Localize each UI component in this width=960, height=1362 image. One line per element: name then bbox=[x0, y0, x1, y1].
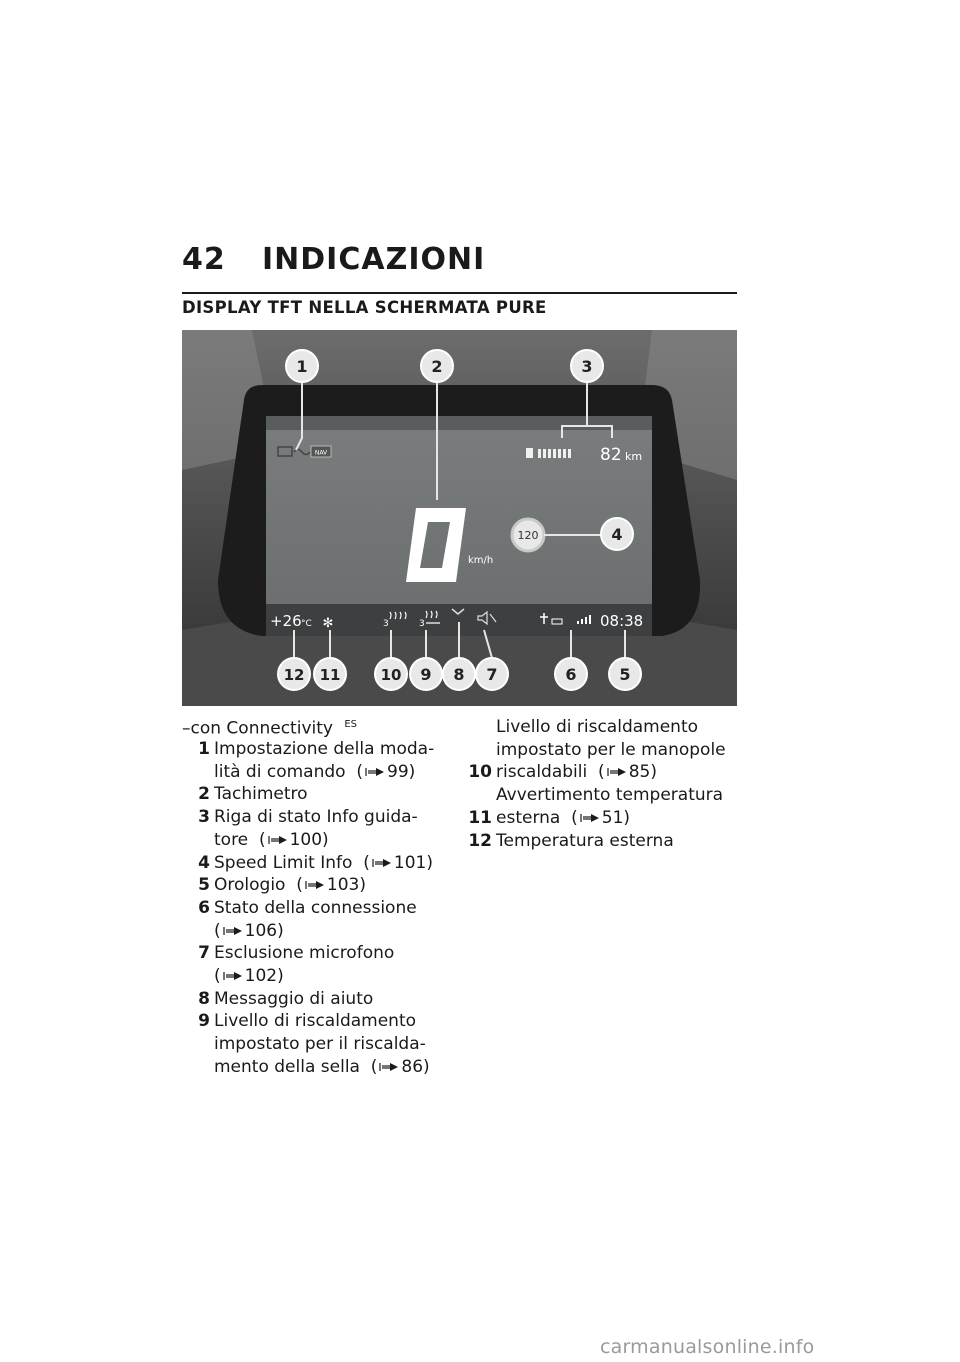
legend-text: Messaggio di aiuto bbox=[214, 988, 374, 1009]
legend-text: Stato della connessione bbox=[214, 897, 417, 918]
page-reference[interactable]: (85) bbox=[587, 762, 657, 783]
callout-11: 11 bbox=[313, 657, 347, 691]
svg-text:6: 6 bbox=[565, 665, 576, 684]
svg-text:11: 11 bbox=[320, 666, 341, 684]
callout-9: 9 bbox=[409, 657, 443, 691]
legend-text: Livello di riscaldamento bbox=[214, 1011, 417, 1032]
page-number: 42 bbox=[182, 242, 226, 277]
svg-text:1: 1 bbox=[296, 357, 307, 376]
legend-number: 4 bbox=[198, 852, 210, 873]
legend-number: 2 bbox=[198, 784, 210, 805]
svg-text:km/h: km/h bbox=[468, 555, 493, 566]
svg-text:120: 120 bbox=[518, 529, 539, 542]
legend-text: Avvertimento temperatura bbox=[496, 785, 724, 806]
legend-number: 5 bbox=[198, 875, 210, 896]
legend-text: (106) bbox=[214, 920, 284, 943]
svg-text:2: 2 bbox=[431, 357, 442, 376]
svg-text:10: 10 bbox=[381, 666, 402, 684]
svg-text:4: 4 bbox=[611, 525, 622, 544]
callout-5: 5 bbox=[608, 657, 642, 691]
legend-number: 7 bbox=[198, 943, 210, 964]
legend-text: impostato per le manopole bbox=[496, 739, 726, 760]
page-reference[interactable]: (101) bbox=[352, 852, 433, 873]
svg-text:7: 7 bbox=[486, 665, 497, 684]
page-reference[interactable]: (106) bbox=[214, 920, 284, 941]
page-reference-arrow-icon bbox=[580, 813, 599, 822]
callout-3: 3 bbox=[570, 349, 604, 383]
page-reference-arrow-icon bbox=[268, 835, 287, 844]
legend-text: mento della sella (86) bbox=[214, 1056, 430, 1077]
watermark: carmanualsonline.info bbox=[600, 1336, 815, 1358]
chapter-title: INDICAZIONI bbox=[262, 242, 486, 277]
legend-text: impostato per il riscalda- bbox=[214, 1034, 426, 1055]
svg-text:+26: +26 bbox=[270, 612, 302, 630]
callout-4: 4 bbox=[600, 517, 634, 551]
speed-digit bbox=[406, 508, 466, 582]
svg-text:5: 5 bbox=[619, 665, 630, 684]
legend-number: 10 bbox=[468, 762, 492, 783]
legend-text: Speed Limit Info (101) bbox=[214, 852, 433, 873]
legend-number: 1 bbox=[198, 739, 210, 759]
legend-text: Livello di riscaldamento bbox=[496, 717, 699, 737]
page-reference[interactable]: (103) bbox=[285, 875, 366, 896]
callout-6: 6 bbox=[554, 657, 588, 691]
legend-text: Esclusione microfono bbox=[214, 943, 395, 964]
header-rule bbox=[182, 292, 737, 294]
section-title: DISPLAY TFT NELLA SCHERMATA PURE bbox=[182, 298, 547, 317]
legend-text: lità di comando (99) bbox=[214, 761, 416, 782]
legend-text: Orologio (103) bbox=[214, 875, 366, 896]
page-reference[interactable]: (51) bbox=[560, 807, 631, 828]
page-reference-arrow-icon bbox=[305, 881, 324, 890]
page-reference[interactable]: (86) bbox=[359, 1056, 430, 1077]
page-reference-arrow-icon bbox=[223, 926, 242, 935]
legend-number: 8 bbox=[198, 988, 210, 1009]
legend-text: Temperatura esterna bbox=[496, 830, 674, 851]
svg-text:km: km bbox=[625, 450, 642, 463]
intro-line: –con Connectivity ES bbox=[182, 718, 358, 739]
legend-number: 11 bbox=[468, 807, 492, 828]
callout-7: 7 bbox=[475, 657, 509, 691]
page-reference-arrow-icon bbox=[607, 768, 626, 777]
legend-number: 6 bbox=[198, 897, 210, 918]
page-reference[interactable]: (102) bbox=[214, 966, 284, 986]
legend-text: esterna (51) bbox=[496, 807, 631, 828]
svg-text:3: 3 bbox=[419, 619, 425, 629]
legend-number: 12 bbox=[468, 830, 492, 851]
legend-text: (102) bbox=[214, 965, 284, 988]
svg-text:°C: °C bbox=[301, 619, 312, 629]
page-reference[interactable]: (100) bbox=[248, 829, 329, 850]
svg-text:✻: ✻ bbox=[323, 616, 334, 631]
svg-text:3: 3 bbox=[581, 357, 592, 376]
svg-text:12: 12 bbox=[284, 666, 305, 684]
svg-text:08:38: 08:38 bbox=[600, 612, 643, 630]
tft-display-illustration: NAV 82 km km/h 120 +26 °C ✻ 3 3 08:38 bbox=[182, 330, 737, 706]
legend-number: 3 bbox=[198, 807, 210, 828]
legend-text: Riga di stato Info guida- bbox=[214, 807, 418, 828]
legend-text: Impostazione della moda- bbox=[214, 739, 435, 759]
legend-text: riscaldabili (85) bbox=[496, 762, 657, 783]
svg-text:9: 9 bbox=[420, 665, 431, 684]
svg-text:3: 3 bbox=[383, 619, 389, 629]
page-reference-arrow-icon bbox=[379, 1062, 399, 1071]
page-reference[interactable]: (99) bbox=[345, 761, 416, 782]
svg-text:NAV: NAV bbox=[315, 450, 328, 457]
page-reference-arrow-icon bbox=[372, 858, 391, 867]
callout-2: 2 bbox=[420, 349, 454, 383]
page-reference-arrow-icon bbox=[223, 972, 242, 980]
svg-text:8: 8 bbox=[453, 665, 464, 684]
tft-display-figure: NAV 82 km km/h 120 +26 °C ✻ 3 3 08:38 bbox=[182, 330, 737, 706]
callout-10: 10 bbox=[374, 657, 408, 691]
legend-text: tore (100) bbox=[214, 829, 329, 850]
callout-1: 1 bbox=[285, 349, 319, 383]
legend-text: Tachimetro bbox=[214, 784, 308, 805]
callout-12: 12 bbox=[277, 657, 311, 691]
page-reference-arrow-icon bbox=[365, 767, 384, 776]
legend-number: 9 bbox=[198, 1011, 210, 1032]
svg-text:82: 82 bbox=[600, 445, 622, 465]
callout-8: 8 bbox=[442, 657, 476, 691]
